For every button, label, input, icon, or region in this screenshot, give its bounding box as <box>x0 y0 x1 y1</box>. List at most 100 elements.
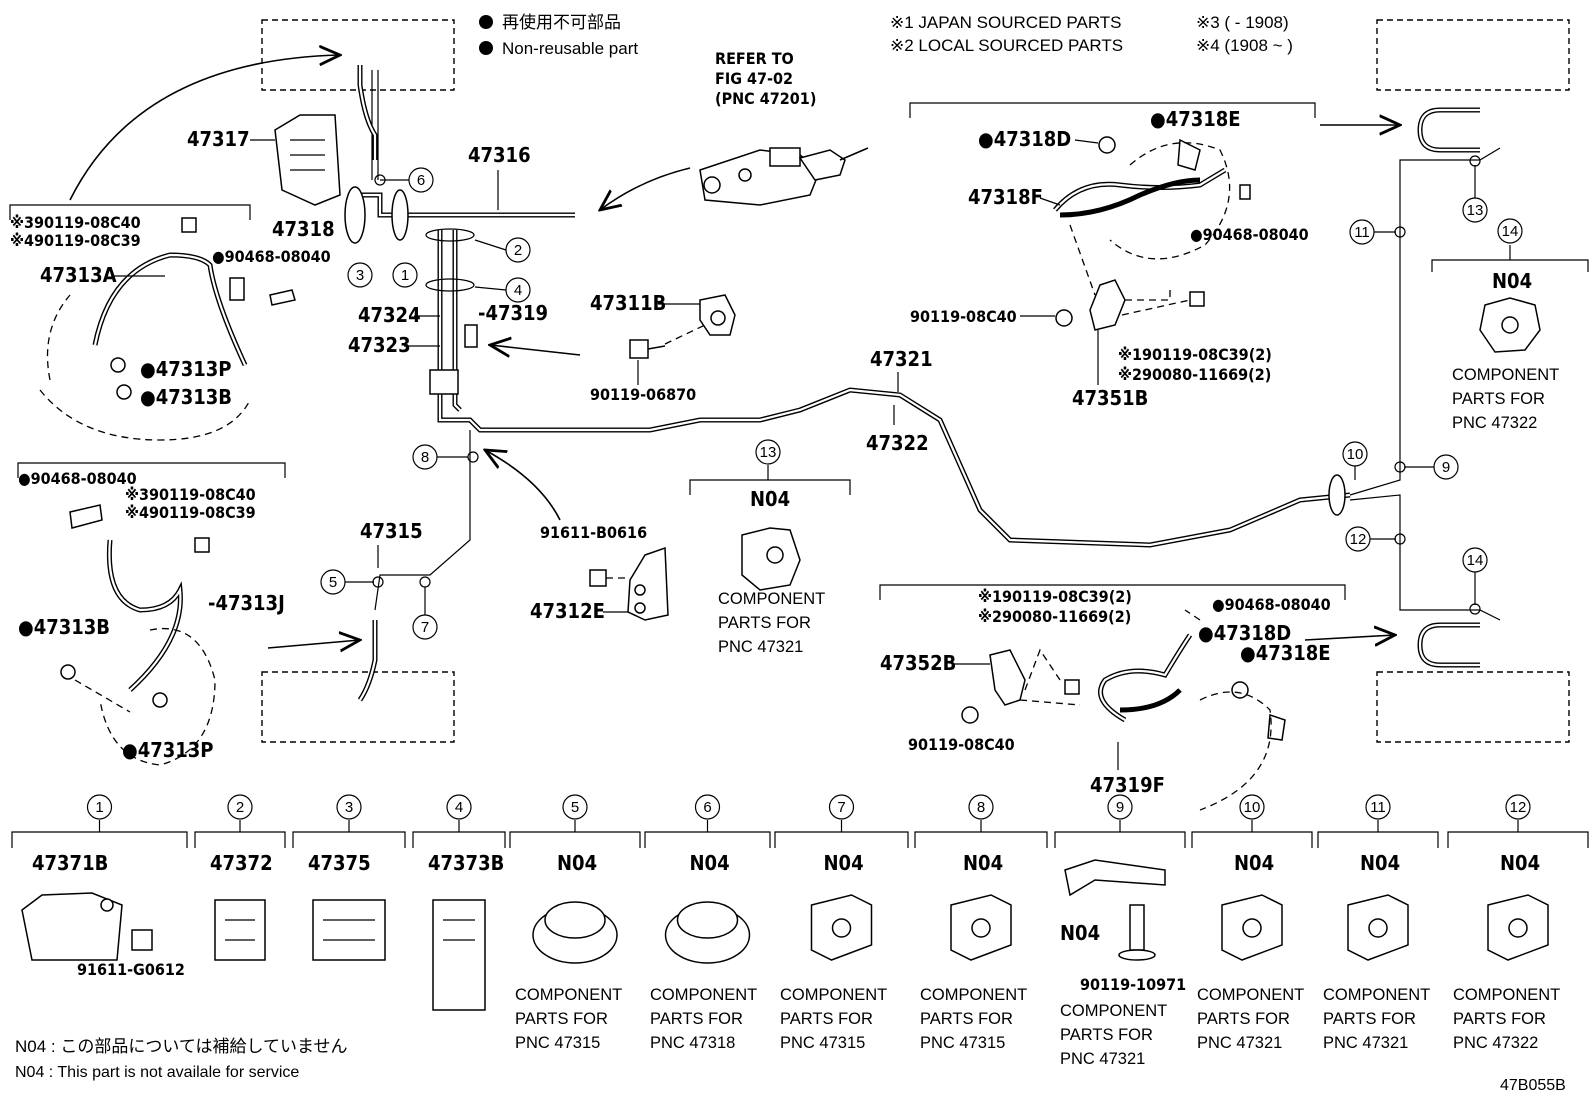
bottom-c2-12: PARTS FOR <box>1453 1010 1546 1028</box>
svg-text:5: 5 <box>329 574 337 591</box>
bottom-c1-6: COMPONENT <box>650 986 757 1004</box>
bottom-cell-2: 2 47372 <box>194 794 286 961</box>
label-47318E-b: ●47318E <box>1240 641 1331 665</box>
bottom-c2-9: PARTS FOR <box>1060 1026 1153 1044</box>
label-p1-b: ※190119-08C39(2) <box>978 587 1132 606</box>
bottom-callout-5: 5 <box>571 799 579 816</box>
label-47312E: 47312E <box>530 599 605 623</box>
label-p4-b: ※490119-08C39 <box>125 503 256 522</box>
bottom-c1-11: COMPONENT <box>1323 986 1430 1004</box>
bottom-callout-3: 3 <box>345 799 353 816</box>
svg-text:8: 8 <box>421 449 429 466</box>
label-47319F: 47319F <box>1090 773 1165 797</box>
part-labels: 47317 47318 47316 ※390119-08C40 ※490119-… <box>10 107 1331 797</box>
mid-clip-13: N04 COMPONENT PARTS FOR PNC 47321 <box>689 465 851 656</box>
svg-text:6: 6 <box>417 172 425 189</box>
label-47319: -47319 <box>478 301 548 325</box>
svg-text:3: 3 <box>356 267 364 284</box>
bottom-c3-10: PNC 47321 <box>1197 1034 1282 1052</box>
label-47323: 47323 <box>348 333 411 357</box>
label-47324: 47324 <box>358 303 421 327</box>
bottom-callout-10: 10 <box>1244 799 1261 816</box>
bottom-part-10: N04 <box>1234 851 1274 875</box>
svg-text:10: 10 <box>1347 446 1364 463</box>
bottom-parts-strip: 147371B91611-G0612247372347375447373B5N0… <box>11 794 1589 1068</box>
right-clip-14: N04 COMPONENT PARTS FOR PNC 47322 <box>1431 245 1589 432</box>
figure-code: 47B055B <box>1500 1077 1566 1094</box>
bottom-callout-11: 11 <box>1370 799 1386 816</box>
bottom-c2-11: PARTS FOR <box>1323 1010 1416 1028</box>
label-47352B: 47352B <box>880 651 956 675</box>
refer-line3: (PNC 47201) <box>715 89 816 108</box>
legend-local-sourced: ※2 LOCAL SOURCED PARTS <box>890 36 1123 55</box>
bottom-callout-1: 1 <box>95 799 103 816</box>
bottom-c2-6: PARTS FOR <box>650 1010 743 1028</box>
svg-text:11: 11 <box>1354 224 1370 241</box>
ref-box-bottom-left <box>261 671 455 743</box>
label-p3-a: ※390119-08C40 <box>10 213 141 232</box>
bottom-callout-4: 4 <box>455 799 463 816</box>
label-47322: 47322 <box>866 431 929 455</box>
mid-parts-for: PARTS FOR <box>718 614 811 632</box>
brake-tubes <box>357 70 1501 621</box>
bottom-part-12: N04 <box>1500 851 1540 875</box>
mid-component: COMPONENT <box>718 590 825 608</box>
bottom-c1-10: COMPONENT <box>1197 986 1304 1004</box>
legend-nonreusable-en: Non-reusable part <box>502 39 638 58</box>
label-47311B: 47311B <box>590 291 666 315</box>
bracket-47312E <box>589 546 669 621</box>
ref-box-bottom-right <box>1376 671 1570 743</box>
clip-47323 <box>429 324 478 395</box>
bottom-c3-5: PNC 47315 <box>515 1034 600 1052</box>
clip-47311B <box>629 294 736 359</box>
label-90119-08C40-a: 90119-08C40 <box>910 307 1017 326</box>
bottom-c2-8: PARTS FOR <box>920 1010 1013 1028</box>
label-47351B: 47351B <box>1072 386 1148 410</box>
bottom-c3-12: PNC 47322 <box>1453 1034 1538 1052</box>
label-91611-B0616: 91611-B0616 <box>540 523 647 542</box>
grommet-1 <box>391 189 409 241</box>
label-47313P-b: ●47313P <box>122 738 213 762</box>
label-47313A: 47313A <box>40 263 117 287</box>
label-47317: 47317 <box>187 127 250 151</box>
svg-text:1: 1 <box>401 267 409 284</box>
legend-japan-sourced: ※1 JAPAN SOURCED PARTS <box>890 13 1122 32</box>
bottom-callout-2: 2 <box>236 799 244 816</box>
bottom-callout-9: 9 <box>1116 799 1124 816</box>
label-p1-a: ※190119-08C39(2) <box>1118 345 1272 364</box>
grommet-3 <box>344 186 366 244</box>
label-90119-08C40-b: 90119-08C40 <box>908 735 1015 754</box>
svg-text:13: 13 <box>760 444 777 461</box>
flex-hose-47313J <box>60 504 216 766</box>
bottom-callout-7: 7 <box>837 799 845 816</box>
label-p2-b: ※290080-11669(2) <box>978 607 1131 626</box>
right-n04: N04 <box>1492 269 1532 293</box>
junction-block-47317 <box>274 114 341 206</box>
bracket-lower-right <box>879 584 1346 600</box>
bottom-c1-8: COMPONENT <box>920 986 1027 1004</box>
label-90468-c: ●90468-08040 <box>1190 225 1309 244</box>
footer-note-jp: N04 : この部品については補給していません <box>15 1037 348 1056</box>
label-47313J: -47313J <box>208 591 285 615</box>
svg-text:12: 12 <box>1350 531 1367 548</box>
bottom-part-2: 47372 <box>210 851 273 875</box>
bottom-c1-9: COMPONENT <box>1060 1002 1167 1020</box>
bottom-c2-10: PARTS FOR <box>1197 1010 1290 1028</box>
label-47313P-a: ●47313P <box>140 357 231 381</box>
right-component: COMPONENT <box>1452 366 1559 384</box>
label-47316: 47316 <box>468 143 531 167</box>
bottom-c2-7: PARTS FOR <box>780 1010 873 1028</box>
refer-line1: REFER TO <box>715 49 794 68</box>
bottom-c2-5: PARTS FOR <box>515 1010 608 1028</box>
label-p2-a: ※290080-11669(2) <box>1118 365 1271 384</box>
label-47318E-a: ●47318E <box>1150 107 1241 131</box>
bottom-part-3: 47375 <box>308 851 371 875</box>
bracket-47313J <box>17 462 286 478</box>
label-47318F: 47318F <box>968 185 1043 209</box>
bottom-c3-11: PNC 47321 <box>1323 1034 1408 1052</box>
bottom-c1-5: COMPONENT <box>515 986 622 1004</box>
